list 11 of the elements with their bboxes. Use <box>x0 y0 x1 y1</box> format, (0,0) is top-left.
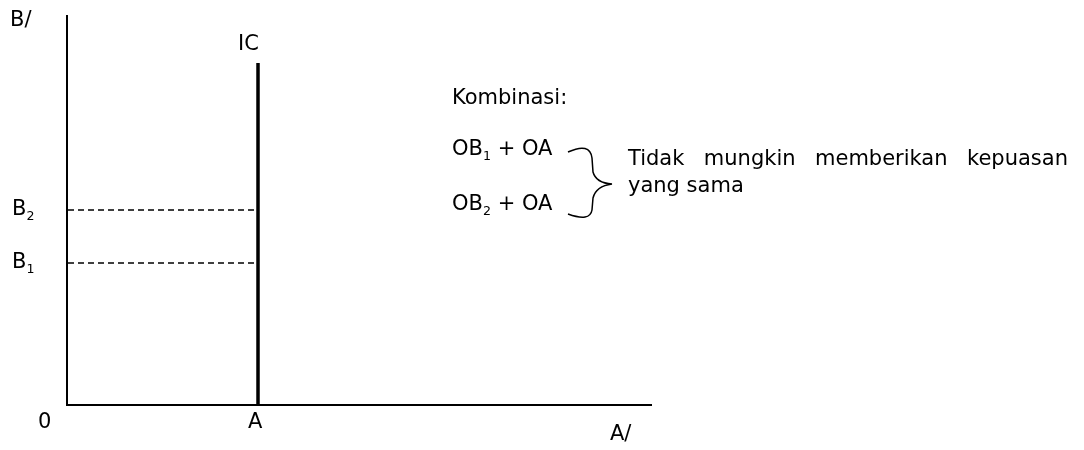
tick-label: B$_{2}$ <box>12 195 35 225</box>
note-text: Tidak mungkin memberikan kepuasan yang sama <box>628 145 1068 200</box>
combination-text: OB$_{2}$ + OA <box>452 190 553 220</box>
tick-label: B$_{1}$ <box>12 248 35 278</box>
axis-label: A/ <box>610 420 632 447</box>
curve-label: IC <box>238 30 259 57</box>
tick-label: A <box>248 408 263 435</box>
combination-text: OB$_{1}$ + OA <box>452 135 553 165</box>
heading-text: Kombinasi: <box>452 84 568 111</box>
axis-label: B/ <box>10 6 32 33</box>
origin-label: 0 <box>38 408 52 435</box>
